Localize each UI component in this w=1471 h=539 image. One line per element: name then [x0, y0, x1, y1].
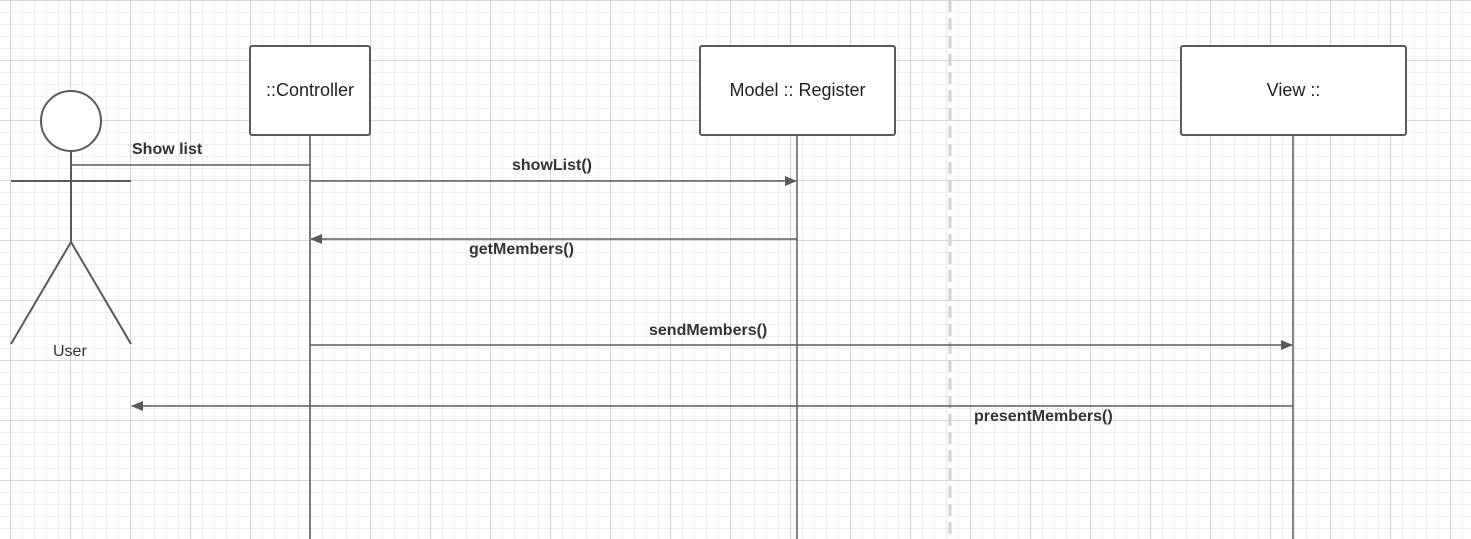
message-label-show-list: Show list: [132, 141, 203, 158]
actor-label: User: [53, 343, 87, 360]
lifeline-box-controller[interactable]: ::Controller: [249, 45, 371, 136]
lifeline-box-view[interactable]: View ::: [1180, 45, 1407, 136]
lifeline-box-register[interactable]: Model :: Register: [699, 45, 896, 136]
lifeline-label-view: View ::: [1266, 80, 1321, 100]
message-label-present-members: presentMembers(): [974, 408, 1113, 425]
message-label-show-list-call: showList(): [512, 157, 592, 174]
message-label-send-members: sendMembers(): [649, 322, 768, 339]
message-label-get-members: getMembers(): [469, 241, 574, 258]
actor-figure: [10, 90, 132, 345]
lifeline-label-controller: ::Controller: [265, 80, 355, 100]
lifeline-label-register: Model :: Register: [729, 80, 866, 100]
